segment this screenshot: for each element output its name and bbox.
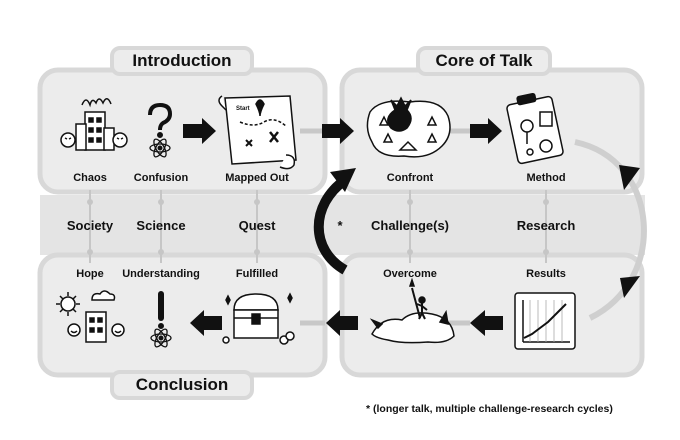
arrow-loop-bottom — [620, 276, 640, 298]
label-society: Society — [66, 218, 114, 233]
label-method: Method — [526, 172, 566, 184]
flow-arrows — [183, 118, 640, 336]
introduction-tab — [110, 46, 254, 76]
right-loop-path — [574, 139, 647, 321]
arrow-intro-core — [322, 118, 354, 144]
cycle-arrowhead — [330, 168, 356, 192]
label-fulfilled: Fulfilled — [235, 268, 279, 280]
introduction-title: Introduction — [132, 51, 232, 70]
asterisk-marker: * — [337, 218, 343, 233]
sunny-city-icon — [56, 290, 125, 343]
label-mapped-out: Mapped Out — [225, 172, 289, 184]
label-confront: Confront — [386, 172, 434, 184]
conclusion-title: Conclusion — [135, 375, 229, 394]
arrow-core-bottom-1 — [470, 310, 503, 336]
label-overcome: Overcome — [383, 268, 437, 280]
label-confusion: Confusion — [133, 172, 189, 184]
dragon-slain-icon — [369, 277, 455, 344]
connector-dots — [87, 199, 549, 255]
footnote: * (longer talk, multiple challenge-resea… — [366, 403, 613, 415]
label-science: Science — [136, 218, 186, 233]
chaos-city-fire-icon — [60, 98, 128, 151]
arrow-conclusion-1 — [190, 310, 222, 336]
label-challenges: Challenge(s) — [370, 218, 449, 233]
clipboard-method-icon — [506, 92, 564, 165]
cycle-arrow — [313, 175, 349, 275]
arrow-core-1 — [470, 118, 502, 144]
arrow-loop-top — [619, 165, 640, 190]
treasure-chest-icon — [222, 292, 295, 345]
label-hope: Hope — [76, 268, 104, 280]
arrow-core-to-conclusion — [326, 310, 358, 336]
middle-band — [40, 195, 645, 255]
label-results: Results — [526, 268, 566, 280]
dragon-map-icon — [366, 96, 451, 158]
treasure-map-icon — [218, 95, 297, 170]
results-chart-icon — [514, 292, 576, 350]
arrow-intro-1 — [183, 118, 216, 144]
core-title: Core of Talk — [435, 51, 533, 70]
label-chaos: Chaos — [73, 172, 107, 184]
exclamation-atom-icon — [150, 291, 172, 348]
map-label: Start — [236, 106, 250, 112]
conclusion-tab — [110, 370, 254, 400]
question-atom-icon — [148, 102, 173, 158]
label-understanding: Understanding — [122, 268, 200, 280]
label-quest: Quest — [238, 218, 276, 233]
core-tab — [416, 46, 552, 76]
label-research: Research — [516, 218, 576, 233]
